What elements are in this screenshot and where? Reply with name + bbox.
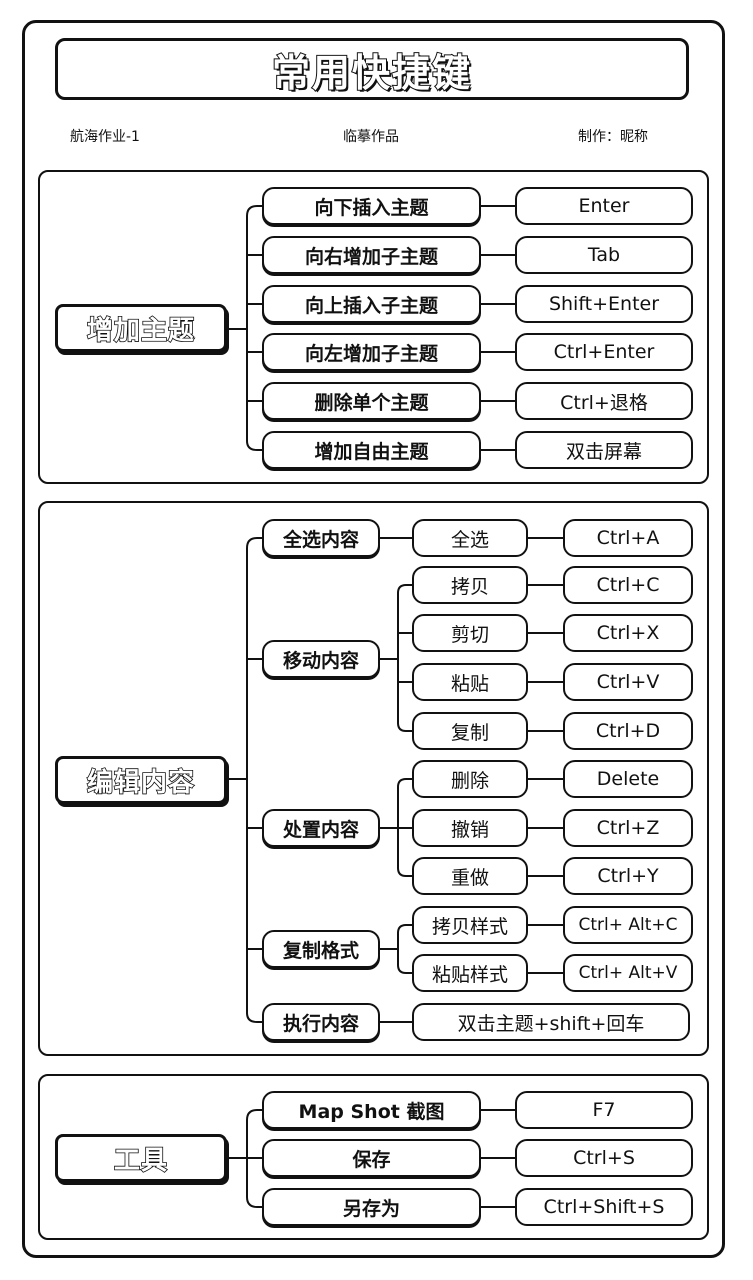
group-node[interactable]: 全选内容 [262, 519, 380, 557]
tool-node[interactable]: 保存 [262, 1139, 481, 1177]
action-node[interactable]: 复制 [412, 712, 528, 750]
group-node[interactable]: 复制格式 [262, 930, 380, 968]
shortcut-key-node[interactable]: Shift+Enter [515, 285, 693, 323]
shortcut-key-node[interactable]: Ctrl+X [563, 614, 693, 652]
action-node[interactable]: 粘贴 [412, 663, 528, 701]
group-node[interactable]: 移动内容 [262, 640, 380, 678]
topic-node[interactable]: 向右增加子主题 [262, 236, 481, 274]
group-node[interactable]: 处置内容 [262, 809, 380, 847]
header-center-text: 临摹作品 [343, 129, 399, 145]
action-node[interactable]: 撤销 [412, 809, 528, 847]
shortcut-key-node[interactable]: Ctrl+Z [563, 809, 693, 847]
group-node[interactable]: 执行内容 [262, 1003, 380, 1041]
title-box: 常用快捷键 [55, 38, 689, 100]
shortcut-key-node[interactable]: Ctrl+退格 [515, 382, 693, 420]
topic-node[interactable]: 删除单个主题 [262, 382, 481, 420]
section-add-topic [38, 170, 709, 484]
action-node[interactable]: 全选 [412, 519, 528, 557]
shortcut-key-node[interactable]: Ctrl+S [515, 1139, 693, 1177]
action-node[interactable]: 剪切 [412, 614, 528, 652]
shortcut-key-node[interactable]: 双击屏幕 [515, 431, 693, 469]
shortcut-key-node[interactable]: Tab [515, 236, 693, 274]
root-node-edit-content[interactable]: 编辑内容 [55, 756, 227, 804]
execute-value-node[interactable]: 双击主题+shift+回车 [412, 1003, 690, 1041]
shortcut-key-node[interactable]: F7 [515, 1091, 693, 1129]
action-node[interactable]: 粘贴样式 [412, 954, 528, 992]
shortcut-key-node[interactable]: Ctrl+ Alt+C [563, 906, 693, 944]
shortcut-key-node[interactable]: Ctrl+V [563, 663, 693, 701]
section-edit-content [38, 501, 709, 1056]
section-tools [38, 1074, 709, 1240]
topic-node[interactable]: 向下插入主题 [262, 187, 481, 225]
action-node[interactable]: 拷贝 [412, 566, 528, 604]
header-left-text: 航海作业-1 [70, 129, 140, 145]
tool-node[interactable]: Map Shot 截图 [262, 1091, 481, 1129]
shortcut-key-node[interactable]: Ctrl+ Alt+V [563, 954, 693, 992]
root-node-tools[interactable]: 工具 [55, 1134, 227, 1182]
shortcut-key-node[interactable]: Enter [515, 187, 693, 225]
action-node[interactable]: 删除 [412, 760, 528, 798]
shortcut-key-node[interactable]: Ctrl+Enter [515, 333, 693, 371]
tool-node[interactable]: 另存为 [262, 1188, 481, 1226]
action-node[interactable]: 重做 [412, 857, 528, 895]
shortcut-key-node[interactable]: Ctrl+Y [563, 857, 693, 895]
shortcut-key-node[interactable]: Ctrl+A [563, 519, 693, 557]
outer-frame [22, 20, 725, 1258]
topic-node[interactable]: 向上插入子主题 [262, 285, 481, 323]
shortcut-key-node[interactable]: Ctrl+D [563, 712, 693, 750]
shortcut-key-node[interactable]: Ctrl+Shift+S [515, 1188, 693, 1226]
shortcut-key-node[interactable]: Delete [563, 760, 693, 798]
root-node-add-topic[interactable]: 增加主题 [55, 304, 227, 352]
shortcut-key-node[interactable]: Ctrl+C [563, 566, 693, 604]
topic-node[interactable]: 增加自由主题 [262, 431, 481, 469]
page-title: 常用快捷键 [271, 50, 472, 96]
topic-node[interactable]: 向左增加子主题 [262, 333, 481, 371]
header-right-text: 制作：昵称 [578, 129, 648, 145]
action-node[interactable]: 拷贝样式 [412, 906, 528, 944]
